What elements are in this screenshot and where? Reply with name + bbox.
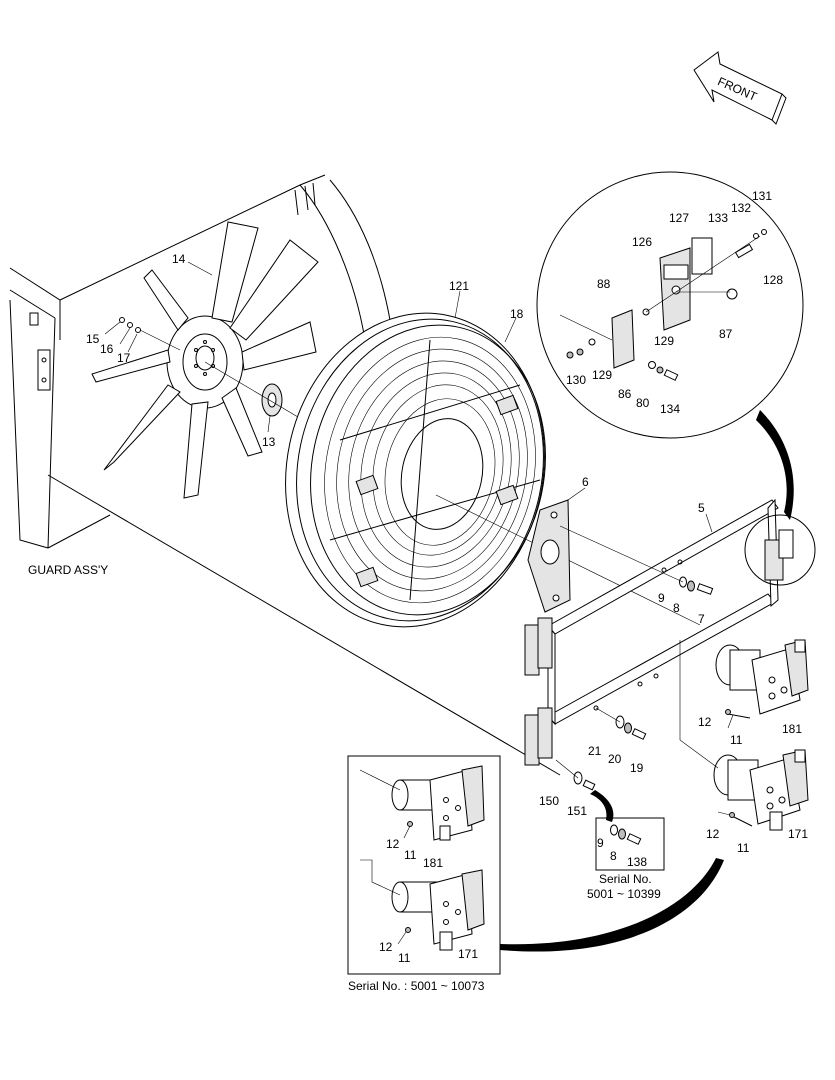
callout-133: 133 bbox=[708, 211, 728, 225]
callout-129a: 129 bbox=[654, 334, 674, 348]
callout-11c: 11 bbox=[404, 848, 417, 862]
callout-86: 86 bbox=[618, 387, 632, 401]
frame bbox=[524, 498, 779, 766]
callout-14: 14 bbox=[172, 252, 186, 266]
callout-126: 126 bbox=[632, 235, 652, 249]
detail-callout-hinge bbox=[536, 171, 816, 586]
callout-129b: 129 bbox=[592, 368, 612, 382]
callout-16: 16 bbox=[100, 342, 114, 356]
callout-5: 5 bbox=[698, 501, 705, 515]
callout-151: 151 bbox=[567, 804, 587, 818]
fan-bolts bbox=[119, 317, 181, 351]
callout-181a: 181 bbox=[782, 722, 802, 736]
inset-box-10399 bbox=[595, 817, 665, 871]
guard-assy-label: GUARD ASS'Y bbox=[28, 563, 108, 577]
callout-20: 20 bbox=[608, 752, 622, 766]
callout-131: 131 bbox=[752, 189, 772, 203]
callout-19: 19 bbox=[630, 761, 644, 775]
serial-small-line2: 5001 ~ 10399 bbox=[587, 887, 661, 901]
callout-128: 128 bbox=[763, 273, 783, 287]
inset-box-10073 bbox=[347, 755, 724, 975]
callout-88: 88 bbox=[597, 277, 611, 291]
callout-171a: 171 bbox=[788, 827, 808, 841]
callout-130: 130 bbox=[566, 373, 586, 387]
callout-labels: GUARD ASS'Y 14 15 16 17 13 121 18 131 13… bbox=[28, 189, 808, 993]
callout-12b: 12 bbox=[706, 827, 720, 841]
callout-15: 15 bbox=[86, 332, 100, 346]
callout-6: 6 bbox=[582, 475, 589, 489]
callout-87: 87 bbox=[719, 327, 733, 341]
callout-171b: 171 bbox=[458, 947, 478, 961]
bracket bbox=[527, 499, 571, 613]
callout-7: 7 bbox=[698, 612, 705, 626]
callout-17: 17 bbox=[117, 351, 131, 365]
callout-8b: 8 bbox=[610, 849, 617, 863]
leader-lines bbox=[104, 261, 734, 945]
callout-127: 127 bbox=[669, 211, 689, 225]
fan-shroud bbox=[9, 174, 561, 776]
callout-12a: 12 bbox=[698, 715, 712, 729]
callout-121: 121 bbox=[449, 279, 469, 293]
callout-21: 21 bbox=[588, 744, 602, 758]
callout-13: 13 bbox=[262, 435, 276, 449]
callout-12c: 12 bbox=[386, 837, 400, 851]
callout-11d: 11 bbox=[398, 951, 411, 965]
front-arrow: FRONT bbox=[693, 51, 787, 125]
callout-150: 150 bbox=[539, 794, 559, 808]
motor-171-right bbox=[679, 640, 809, 831]
callout-132: 132 bbox=[731, 201, 751, 215]
serial-small-line1: Serial No. bbox=[599, 872, 652, 886]
frame-bolts-upper bbox=[559, 525, 714, 595]
serial-large-label: Serial No. : 5001 ~ 10073 bbox=[348, 979, 485, 993]
callout-12d: 12 bbox=[379, 940, 393, 954]
bolts-150-151 bbox=[555, 759, 596, 791]
callout-11b: 11 bbox=[737, 841, 750, 855]
callout-9b: 9 bbox=[597, 836, 604, 850]
callout-138: 138 bbox=[627, 855, 647, 869]
callout-80: 80 bbox=[636, 396, 650, 410]
callout-18: 18 bbox=[510, 307, 524, 321]
fan-spacer bbox=[204, 361, 321, 431]
motor-181-right bbox=[715, 639, 809, 719]
callout-181b: 181 bbox=[423, 856, 443, 870]
callout-134: 134 bbox=[660, 402, 680, 416]
callout-9a: 9 bbox=[658, 591, 665, 605]
frame-bolts-lower bbox=[595, 707, 647, 740]
fan-guard bbox=[285, 312, 701, 628]
callout-11a: 11 bbox=[730, 733, 743, 747]
callout-8a: 8 bbox=[673, 601, 680, 615]
